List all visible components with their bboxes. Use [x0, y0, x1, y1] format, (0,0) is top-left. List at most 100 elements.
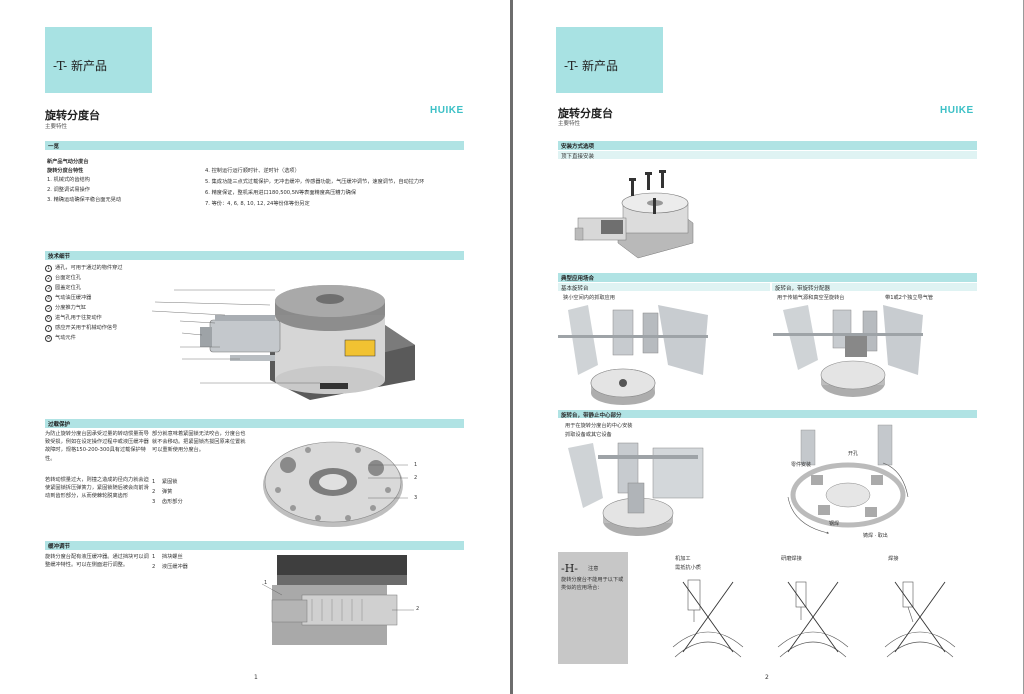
item-number: 5	[45, 305, 52, 312]
page-title: 旋转分度台	[558, 107, 613, 120]
tech-item-label: 台面定位孔	[55, 275, 81, 281]
bad-app-machining-illustration	[672, 579, 744, 658]
category-tag: -T- 新产品	[45, 27, 152, 93]
item-number: 8	[45, 335, 52, 342]
buffer-part: 2 液压缓冲器	[152, 563, 188, 571]
page-gutter	[510, 0, 513, 694]
tech-item-label: 通孔，可用于通过的物件穿过	[55, 265, 123, 271]
tech-item-label: 分度推力气缸	[55, 305, 87, 311]
note-heading: -H-	[561, 562, 579, 575]
part-label: 挡块螺丝	[161, 554, 183, 560]
item-number: 6	[45, 315, 52, 322]
item-number: 2	[45, 275, 52, 282]
bad-app-sublabel: 需抵抗小质	[675, 565, 701, 571]
page-subtitle: 主要特性	[45, 124, 68, 130]
page-number: 1	[254, 674, 258, 681]
brand-logo: HUIKE	[940, 105, 974, 116]
section-apps-header: 典型应用场合	[558, 273, 977, 282]
item-number: 7	[45, 325, 52, 332]
tech-item-label: 感应开关用于机械动作信号	[55, 325, 118, 331]
overload-text-2: 若转动惯量过大，则撞之造成的径向力就会迫使紧固锁拆压弹簧力，紧固锁随后被会向前滑…	[45, 477, 149, 500]
bad-app-label: 机加工	[675, 556, 691, 562]
section-overview-header: 一览	[45, 141, 464, 150]
diagram-label: 钢焊	[829, 521, 840, 527]
page-subtitle: 主要特性	[558, 121, 581, 127]
overload-mechanism-illustration	[263, 441, 408, 527]
section-buffer-header: 缓冲调节	[45, 541, 464, 550]
app1-illustration	[558, 305, 708, 410]
note-label: 注意	[588, 566, 599, 572]
page-1: -T- 新产品 旋转分度台 主要特性 HUIKE 一览 新产品气动分度台 旋转分…	[0, 0, 510, 694]
app2-illustration	[773, 305, 923, 410]
overload-part: 1 紧固锁	[152, 478, 178, 486]
part-label: 齿形部分	[161, 499, 183, 505]
product-name: 新产品气动分度台	[47, 159, 89, 165]
buffer-adjustment-illustration	[261, 555, 414, 645]
diagram-label: 零件安装	[791, 462, 812, 468]
bad-app-welding-illustration	[884, 581, 956, 658]
overload-part: 3 齿形部分	[152, 498, 183, 506]
tech-item-label: 气动元件	[55, 335, 76, 341]
callout-number: 1	[414, 462, 418, 468]
bad-app-grinding-illustration	[777, 581, 849, 658]
feature-item: 2. 调整调试易操作	[47, 187, 90, 193]
app1-title: 基本旋转台	[558, 283, 770, 292]
part-number: 1	[152, 479, 156, 485]
feature-item: 5. 集成功能三点式过载保护，无冲击缓冲，传感器功能，气压缓冲调节，速度调节，自…	[205, 179, 425, 185]
item-number: 1	[45, 265, 52, 272]
feature-item: 3. 精确运动确保平稳台面无晃动	[47, 197, 122, 203]
app1-text: 狭小空间内的抓取应用	[563, 295, 615, 301]
app3-illustration	[568, 442, 704, 536]
feature-item: 6. 精度保证，整机采用进口180,500,5N等表面精度高压糟力确保	[205, 190, 357, 196]
overload-text-3: 部分就意味着紧固锁无法咬合，分度台也就不会移动。把紧固锁杰拔回原来位置就可以重新…	[152, 431, 246, 454]
part-label: 液压缓冲器	[161, 564, 188, 570]
diagram-label: 开孔	[848, 451, 859, 457]
tech-item-label: 圆盖定位孔	[55, 285, 81, 291]
overload-text-1: 为防止旋转分度台因承受过量的转动惯量而导致受损，例如在设定操作过程中或液压缓冲器…	[45, 431, 149, 462]
page-2: -T- 新产品 旋转分度台 主要特性 HUIKE 安装方式选项 顶下直接安装 典…	[513, 0, 1023, 694]
note-box	[558, 552, 628, 664]
part-label: 紧固锁	[161, 479, 178, 485]
app3-text: 抓取设备或其它设备	[565, 432, 612, 438]
feature-item: 1. 机械式的齿结构	[47, 177, 90, 183]
feature-item: 7. 等份：4, 6, 8, 10, 12, 24等份体等份另定	[205, 201, 310, 207]
category-tag: -T- 新产品	[556, 27, 663, 93]
part-number: 3	[152, 499, 156, 505]
section-tech-header: 技术细节	[45, 251, 464, 260]
app2-title: 旋转台，带旋转分配器	[772, 283, 977, 292]
tech-item-label: 进气孔用于往复动作	[55, 315, 102, 321]
bad-app-label: 研磨焊接	[781, 556, 802, 562]
part-label: 弹簧	[161, 489, 173, 495]
overload-part: 2 弹簧	[152, 488, 172, 496]
part-number: 2	[152, 489, 156, 495]
section-overload-header: 过载保护	[45, 419, 464, 428]
tech-item-label: 气动油压缓冲器	[55, 295, 92, 301]
page-number: 2	[765, 674, 769, 681]
features-heading: 旋转分度台特性	[47, 168, 84, 174]
page-title: 旋转分度台	[45, 109, 100, 122]
feature-item: 4. 控制运行运行顺时针、逆时针（选项）	[205, 168, 300, 174]
rotary-table-illustration	[151, 285, 415, 400]
buffer-text: 旋转分度台配有液压缓冲器。通过挡块可以调整缓冲特性。可以在侧面进行调整。	[45, 554, 149, 569]
app3-title: 旋转台，带静止中心部分	[558, 410, 977, 419]
callout-number: 1	[264, 580, 268, 586]
process-diagram	[787, 424, 909, 534]
brand-logo: HUIKE	[430, 105, 464, 116]
item-number: 3	[45, 285, 52, 292]
item-number: 4	[45, 295, 52, 302]
app3-text: 用于在旋转分度台的中心安装	[565, 423, 633, 429]
app2-text: 用于传输气源和真空至旋转台	[777, 295, 845, 301]
part-number: 1	[152, 554, 156, 560]
note-text: 旋转分度台不能用于以下或类似的应用场合：	[561, 577, 624, 592]
app2-extra: 带1或2个独立导气管	[885, 295, 934, 301]
callout-number: 3	[414, 495, 418, 501]
section-install-header: 安装方式选项	[558, 141, 977, 150]
